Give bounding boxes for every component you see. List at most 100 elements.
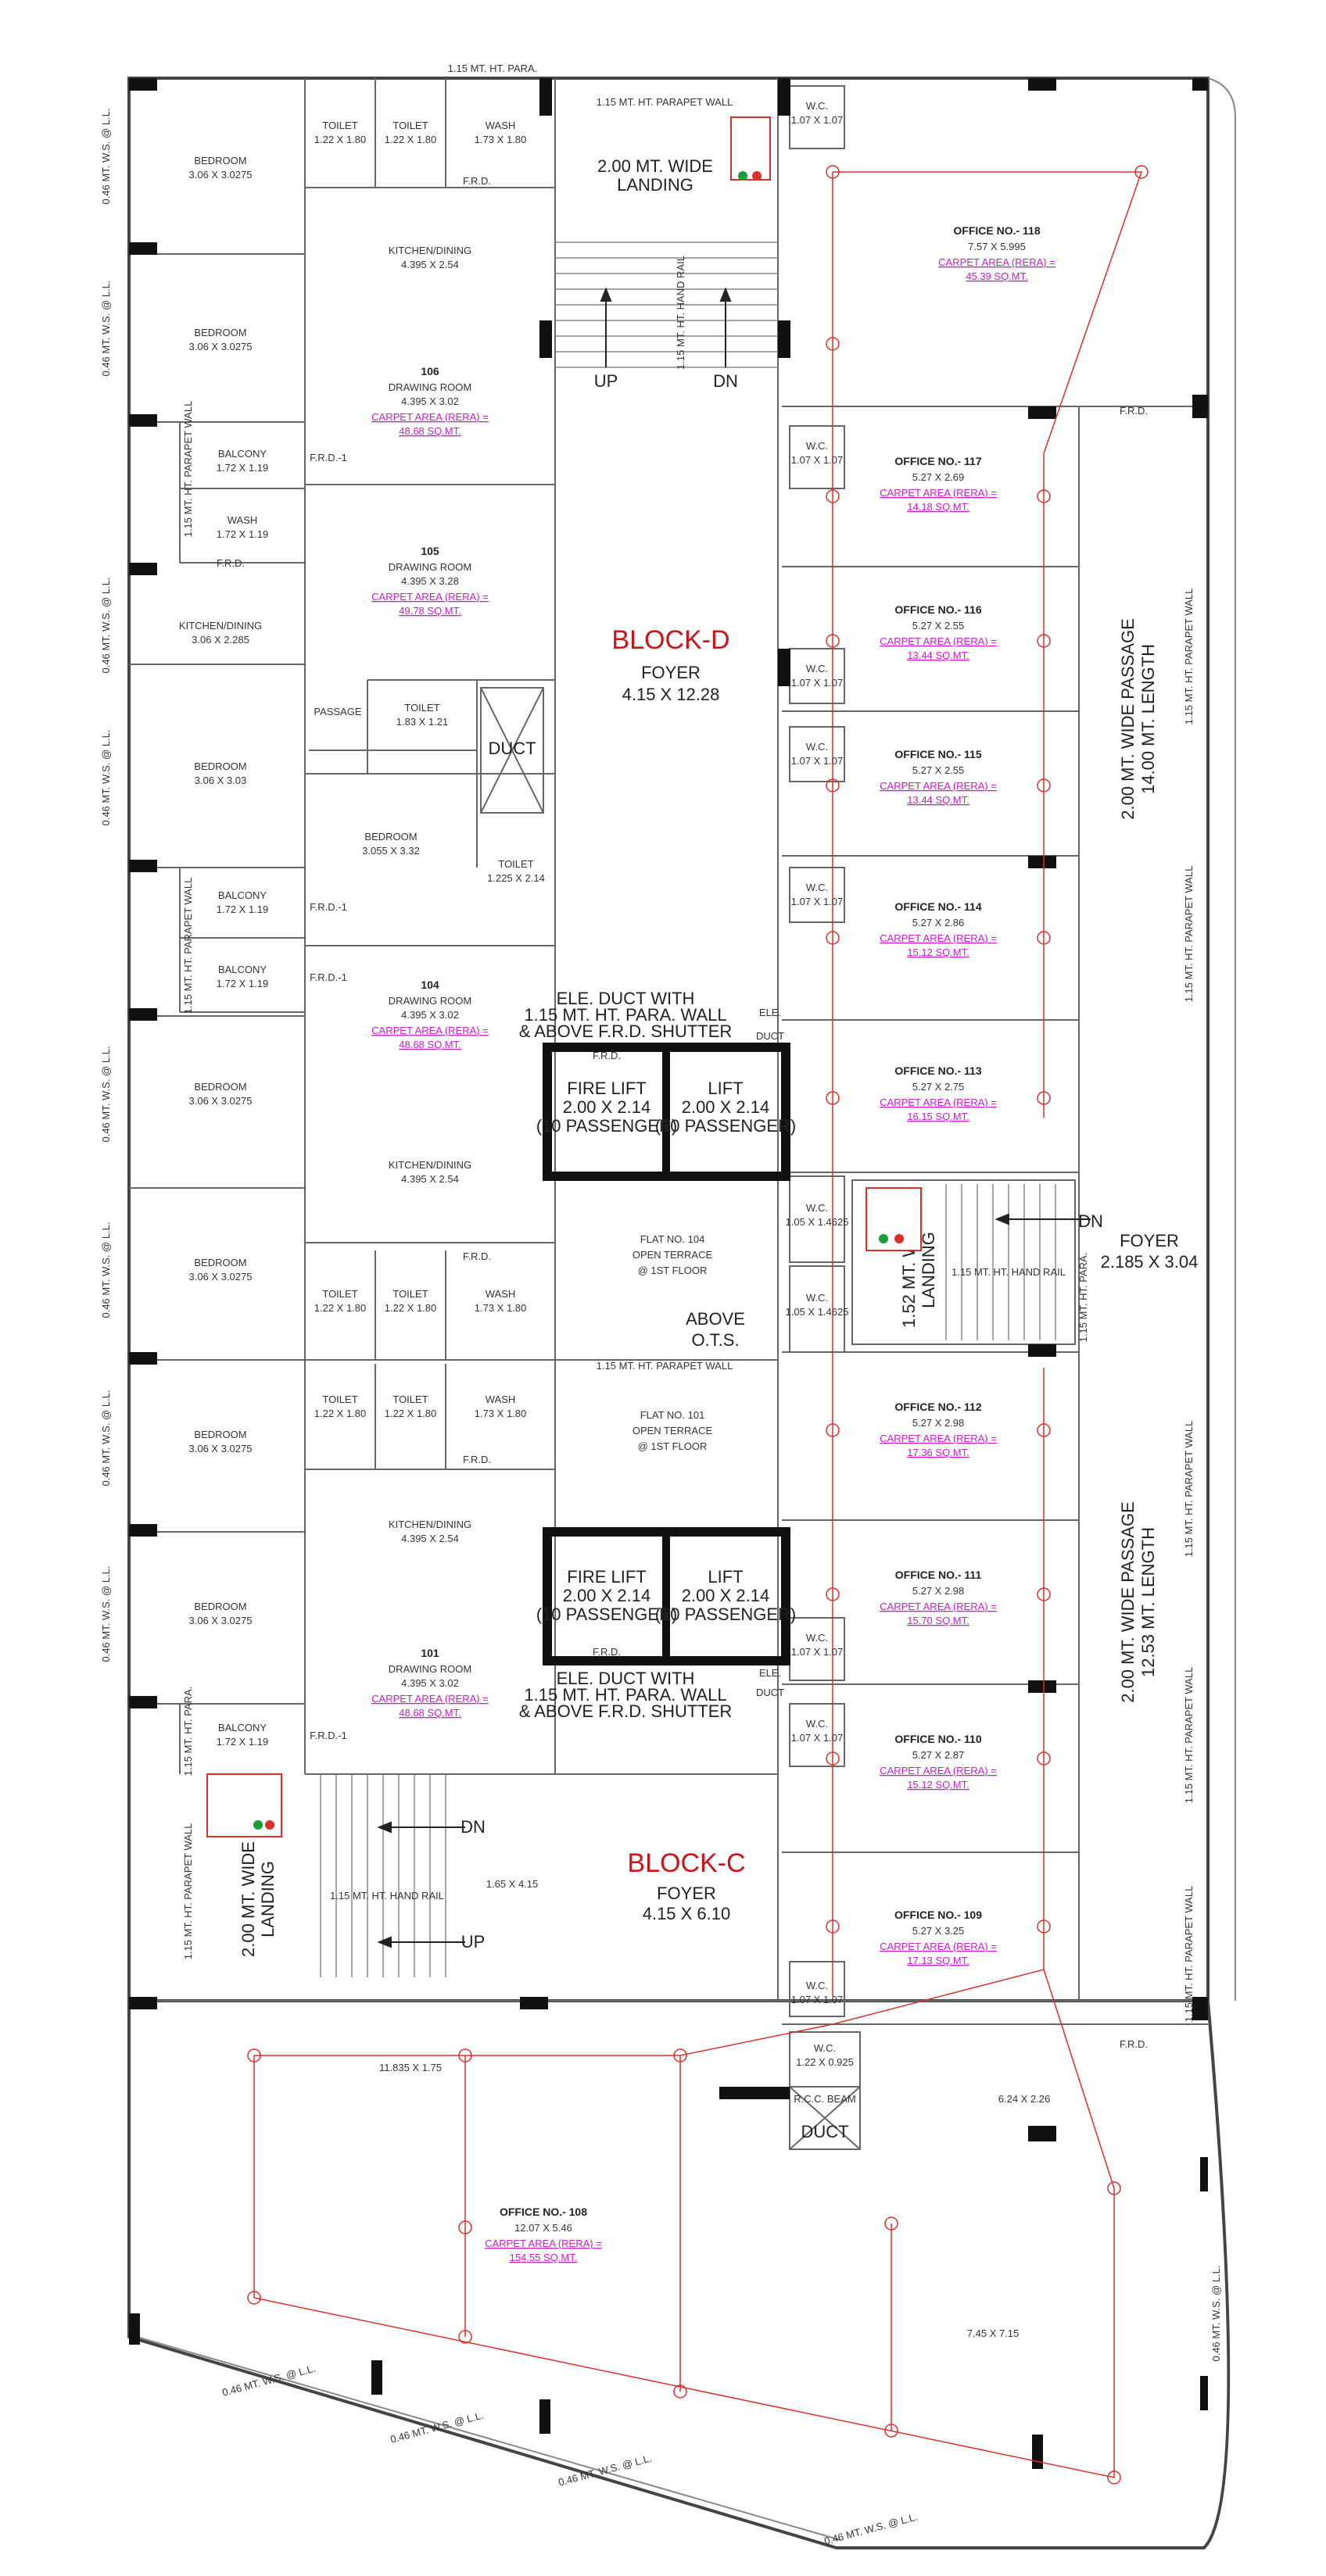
office-114-area: 15.12 SQ.MT. bbox=[907, 946, 969, 958]
frd1-3: F.R.D.-1 bbox=[310, 971, 347, 983]
frd1-2: F.R.D.-1 bbox=[310, 901, 347, 913]
flat-105-room: DRAWING ROOM bbox=[389, 561, 471, 573]
left-ws-8: 0.46 MT. W.S. @ L.L. bbox=[100, 1565, 112, 1662]
frd-left-1: F.R.D. bbox=[217, 557, 245, 569]
balcony-4: BALCONY bbox=[218, 1722, 267, 1733]
left-ws-7: 0.46 MT. W.S. @ L.L. bbox=[100, 1390, 112, 1486]
lower-duct-label: DUCT bbox=[756, 1687, 784, 1698]
wc-11: W.C. bbox=[814, 2042, 836, 2054]
block-c-title: BLOCK-C bbox=[627, 1848, 745, 1878]
office-110-no: OFFICE NO.- 110 bbox=[894, 1733, 981, 1745]
toilet-1: TOILET bbox=[322, 120, 357, 131]
office-111-no: OFFICE NO.- 111 bbox=[895, 1569, 982, 1581]
right-parapet-2: 1.15 MT. HT. PARAPET WALL bbox=[1183, 866, 1195, 1003]
lower-lift-pass: (10 PASSENGER) bbox=[655, 1605, 797, 1624]
wash-2-size: 1.72 X 1.19 bbox=[217, 528, 269, 540]
right-dn-label: DN bbox=[1078, 1211, 1103, 1231]
kitchen-2-size: 3.06 X 2.285 bbox=[192, 634, 249, 646]
flat-101-size: 4.395 X 3.02 bbox=[401, 1677, 459, 1689]
flat-104-size: 4.395 X 3.02 bbox=[401, 1009, 459, 1021]
bedroom-2: BEDROOM bbox=[194, 327, 246, 338]
upper-lift-size: 2.00 X 2.14 bbox=[682, 1097, 770, 1117]
bedroom-2-size: 3.06 X 3.0275 bbox=[189, 341, 253, 352]
toilet-3: TOILET bbox=[404, 702, 439, 714]
toilet-5: TOILET bbox=[322, 1288, 357, 1300]
passage-label: PASSAGE bbox=[314, 706, 362, 717]
office-114-size: 5.27 X 2.86 bbox=[912, 917, 965, 928]
top-up-label: UP bbox=[594, 371, 618, 391]
wc-1-size: 1.07 X 1.07 bbox=[791, 114, 844, 126]
toilet-1-size: 1.22 X 1.80 bbox=[314, 134, 367, 145]
flat-105-carpet: CARPET AREA (RERA) = bbox=[371, 591, 489, 603]
toilet-6-size: 1.22 X 1.80 bbox=[385, 1302, 437, 1314]
balcony-1: BALCONY bbox=[218, 448, 267, 460]
wc-2-size: 1.07 X 1.07 bbox=[791, 454, 844, 466]
terrace-104-line2: OPEN TERRACE bbox=[633, 1249, 713, 1261]
office-115-size: 5.27 X 2.55 bbox=[912, 764, 965, 776]
office-114-no: OFFICE NO.- 114 bbox=[894, 900, 981, 913]
balcony-2-size: 1.72 X 1.19 bbox=[217, 903, 269, 915]
flat-105-area: 49.78 SQ.MT. bbox=[399, 605, 461, 617]
flat-104-no: 104 bbox=[421, 979, 439, 991]
rcc-beam: R.C.C. BEAM bbox=[794, 2093, 855, 2105]
office-116-size: 5.27 X 2.55 bbox=[912, 620, 965, 631]
left-parapet-1: 1.15 MT. HT. PARAPET WALL bbox=[182, 401, 194, 538]
office-118-size: 7.57 X 5.995 bbox=[968, 241, 1026, 252]
office-110-carpet: CARPET AREA (RERA) = bbox=[880, 1765, 997, 1776]
office-110-size: 5.27 X 2.87 bbox=[912, 1749, 965, 1761]
bedroom-8: BEDROOM bbox=[194, 1601, 246, 1612]
toilet-2: TOILET bbox=[392, 120, 428, 131]
right-landing-line2: LANDING bbox=[919, 1232, 938, 1308]
office-112-carpet: CARPET AREA (RERA) = bbox=[880, 1433, 997, 1444]
upper-lift: LIFT bbox=[708, 1079, 743, 1098]
bedroom-7: BEDROOM bbox=[194, 1429, 246, 1440]
office-117-size: 5.27 X 2.69 bbox=[912, 471, 965, 483]
wc-10: W.C. bbox=[806, 1980, 828, 1991]
toilet-2-size: 1.22 X 1.80 bbox=[385, 134, 437, 145]
bottom-left-parapet: 1.15 MT. HT. PARAPET WALL bbox=[182, 1823, 194, 1960]
mid-parapet-label: 1.15 MT. HT. PARAPET WALL bbox=[597, 1360, 733, 1372]
upper-duct-line2: 1.15 MT. HT. PARA. WALL bbox=[524, 1005, 726, 1025]
office-grid-lines bbox=[247, 165, 1149, 2485]
top-hand-rail-label: 1.15 MT. HT. HAND RAIL bbox=[675, 256, 686, 370]
toilet-5-size: 1.22 X 1.80 bbox=[314, 1302, 367, 1314]
dim-2: 6.24 X 2.26 bbox=[998, 2093, 1051, 2105]
office-113-carpet: CARPET AREA (RERA) = bbox=[880, 1097, 997, 1108]
top-landing-line2: LANDING bbox=[617, 175, 693, 195]
bedroom-1-size: 3.06 X 3.0275 bbox=[189, 169, 253, 181]
outer-walls bbox=[127, 77, 1236, 2549]
bedroom-8-size: 3.06 X 3.0275 bbox=[189, 1615, 253, 1626]
room-separators bbox=[129, 78, 1208, 2150]
lower-frd-label: F.R.D. bbox=[593, 1646, 621, 1658]
left-ws-1: 0.46 MT. W.S. @ L.L. bbox=[100, 108, 112, 204]
office-113-size: 5.27 X 2.75 bbox=[912, 1081, 965, 1093]
office-108-carpet: CARPET AREA (RERA) = bbox=[485, 2238, 602, 2249]
lower-fire-lift-pass: (10 PASSENGER) bbox=[536, 1605, 678, 1624]
lower-fire-lift-size: 2.00 X 2.14 bbox=[563, 1586, 651, 1605]
upper-duct-line1: ELE. DUCT WITH bbox=[557, 989, 695, 1008]
flat-106-carpet: CARPET AREA (RERA) = bbox=[371, 411, 489, 423]
flat-101-room: DRAWING ROOM bbox=[389, 1663, 471, 1675]
terrace-101-line2: OPEN TERRACE bbox=[633, 1425, 713, 1436]
bedroom-5: BEDROOM bbox=[194, 1081, 246, 1093]
bottom-ws-4: 0.46 MT. W.S. @ L.L. bbox=[822, 2510, 919, 2546]
office-112-area: 17.36 SQ.MT. bbox=[907, 1447, 969, 1458]
left-para-short: 1.15 MT. HT. PARA. bbox=[182, 1687, 194, 1776]
block-d-foyer-size: 4.15 X 12.28 bbox=[622, 685, 720, 704]
flat-104-area: 48.68 SQ.MT. bbox=[399, 1039, 461, 1050]
office-112-no: OFFICE NO.- 112 bbox=[894, 1401, 981, 1413]
flat-106-size: 4.395 X 3.02 bbox=[401, 395, 459, 407]
dim-3: 7.45 X 7.15 bbox=[967, 2327, 1020, 2339]
balcony-4-size: 1.72 X 1.19 bbox=[217, 1736, 269, 1748]
right-parapet-1: 1.15 MT. HT. PARAPET WALL bbox=[1183, 589, 1195, 725]
office-114-carpet: CARPET AREA (RERA) = bbox=[880, 932, 997, 944]
flat-101-carpet: CARPET AREA (RERA) = bbox=[371, 1693, 489, 1705]
wc-9: W.C. bbox=[806, 1718, 828, 1730]
right-foyer: FOYER bbox=[1120, 1231, 1179, 1250]
wash-2: WASH bbox=[228, 514, 258, 526]
stair-treads bbox=[320, 242, 1056, 1977]
top-dn-label: DN bbox=[713, 371, 738, 391]
office-117-area: 14.18 SQ.MT. bbox=[907, 501, 969, 513]
wc-11-size: 1.22 X 0.925 bbox=[796, 2056, 854, 2068]
flat-105-size: 4.395 X 3.28 bbox=[401, 575, 459, 587]
